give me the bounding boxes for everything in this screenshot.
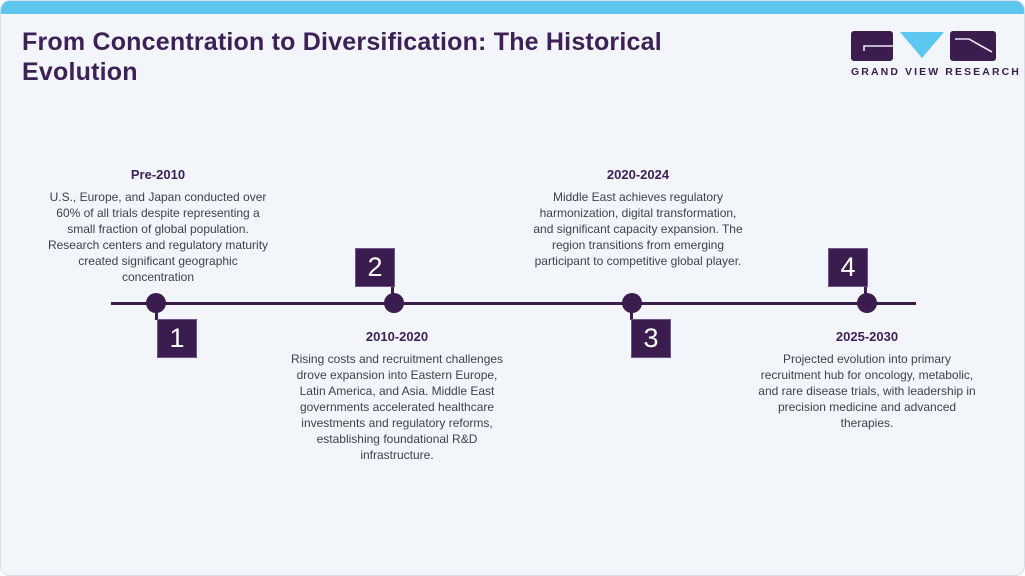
brand-logo: GRAND VIEW RESEARCH — [851, 31, 1021, 78]
logo-wordmark: GRAND VIEW RESEARCH — [851, 66, 1021, 78]
milestone-number-3: 3 — [631, 319, 671, 358]
timeline-node-3 — [622, 293, 642, 313]
accent-bar — [1, 1, 1024, 14]
milestone-text-2020-2024: 2020-2024 Middle East achieves regulator… — [528, 167, 748, 269]
milestone-period: 2020-2024 — [606, 167, 670, 182]
timeline-node-2 — [384, 293, 404, 313]
page-title: From Concentration to Diversification: T… — [22, 28, 662, 86]
timeline-connector-2 — [391, 281, 394, 303]
timeline-node-1 — [146, 293, 166, 313]
timeline-axis — [111, 302, 916, 305]
milestone-period: Pre-2010 — [130, 167, 186, 182]
milestone-period: 2010-2020 — [365, 329, 429, 344]
milestone-description: Projected evolution into primary recruit… — [758, 352, 976, 430]
timeline-node-4 — [857, 293, 877, 313]
milestone-period: 2025-2030 — [835, 329, 899, 344]
milestone-number-4: 4 — [828, 248, 868, 287]
timeline-connector-4 — [864, 281, 867, 303]
milestone-text-2010-2020: 2010-2020 Rising costs and recruitment c… — [289, 329, 505, 463]
milestone-text-pre-2010: Pre-2010 U.S., Europe, and Japan conduct… — [45, 167, 271, 285]
milestone-number-2: 2 — [355, 248, 395, 287]
milestone-description: Rising costs and recruitment challenges … — [290, 352, 504, 462]
milestone-description: Middle East achieves regulatory harmoniz… — [533, 190, 743, 268]
logo-mark-icon — [851, 31, 996, 61]
milestone-text-2025-2030: 2025-2030 Projected evolution into prima… — [752, 329, 982, 431]
milestone-number-1: 1 — [157, 319, 197, 358]
milestone-description: U.S., Europe, and Japan conducted over 6… — [47, 190, 269, 284]
